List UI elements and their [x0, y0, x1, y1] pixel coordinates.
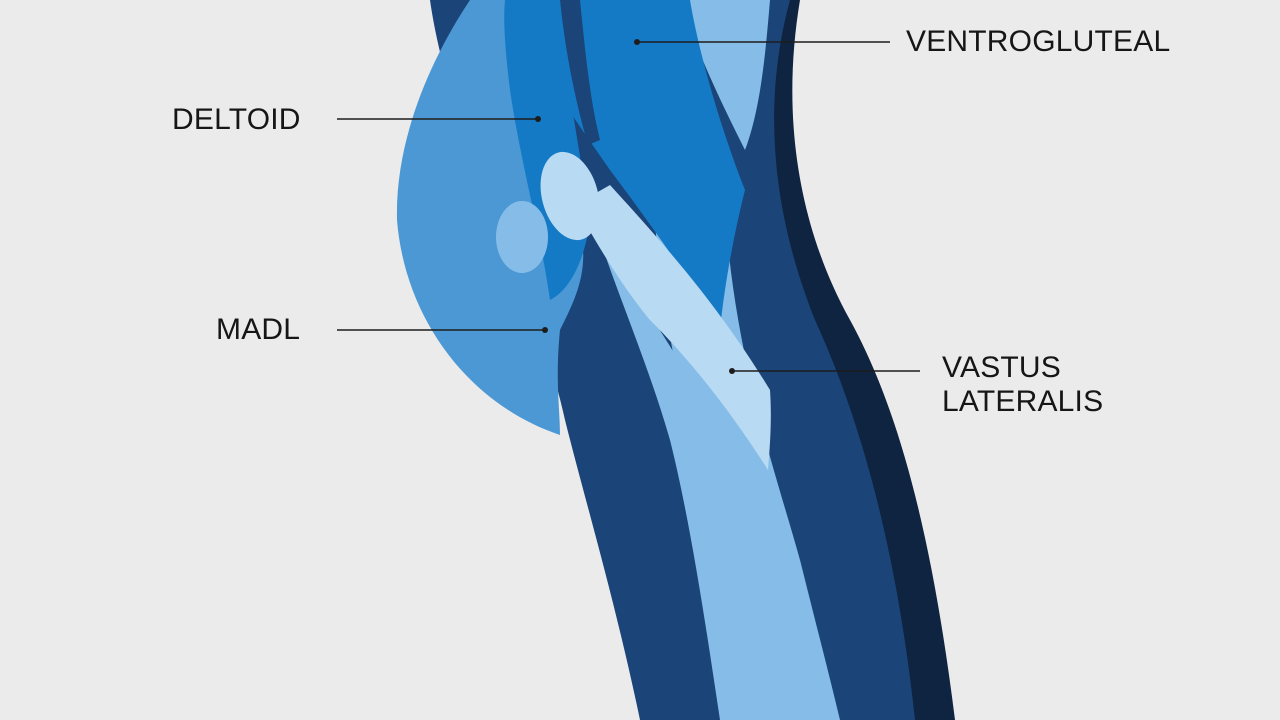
vastus-label-line-2: LATERALIS: [942, 385, 1104, 418]
muscle-groove: [560, 0, 600, 145]
lower-light-strip: [600, 240, 770, 720]
vastus-lateralis-label: VASTUS LATERALIS: [942, 351, 1103, 419]
top-light-sliver: [680, 0, 770, 150]
joint-knob-small: [496, 201, 548, 273]
bone-strip: [575, 185, 771, 470]
madl-marker-dot: [542, 327, 548, 333]
outer-shadow-shape: [756, 0, 955, 720]
deltoid-marker-dot: [535, 116, 541, 122]
ventrogluteal-label: VENTROGLUTEAL: [906, 25, 1171, 58]
joint-knob-large: [540, 151, 600, 241]
madl-label: MADL: [216, 313, 301, 346]
vastus-marker-dot: [729, 368, 735, 374]
hip-bulge-shape: [396, 0, 584, 435]
deltoid-label: DELTOID: [172, 103, 301, 136]
ventrogluteal-marker-dot: [634, 39, 640, 45]
vastus-label-line-1: VASTUS: [942, 351, 1062, 384]
